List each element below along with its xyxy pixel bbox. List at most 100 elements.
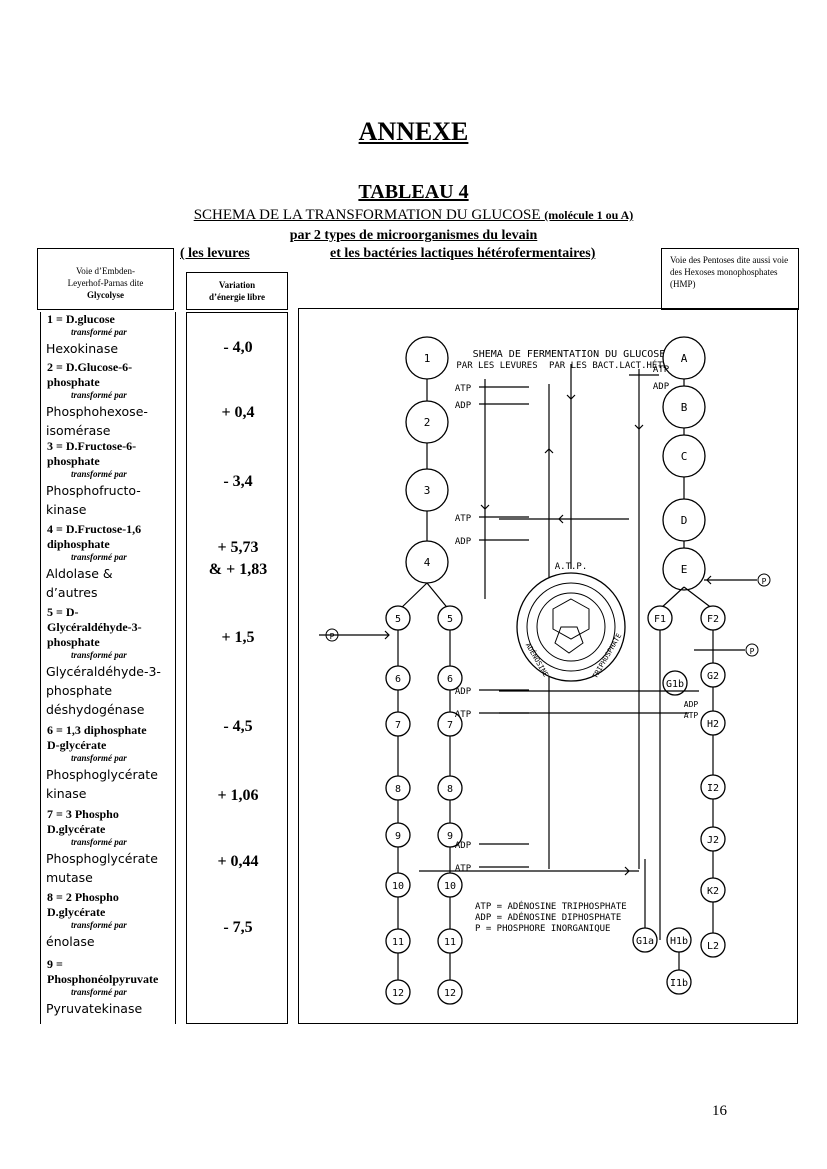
energy-variation-value: + 1,5 [221,629,255,646]
glycolysis-node-label: 1 [424,352,431,365]
step-name: D.glycérate [47,905,106,919]
branch-node-label: 5 [395,614,401,625]
pentose-node [662,336,706,380]
table-title: TABLEAU 4 [358,181,469,203]
variation-header: Variation d’énergie libre [186,272,288,310]
annex-title: ANNEXE [358,117,469,146]
transformed-by-label: transformé par [71,390,127,400]
step-name: 5 = D- [47,605,79,619]
branch-node [385,665,411,691]
branch-line [659,586,685,610]
step-name: 7 = 3 Phospho [47,807,119,821]
energy-exchange-label-atp: ATP [455,384,472,394]
diagram-title: SHEMA DE FERMENTATION DU GLUCOSE [473,349,666,360]
pentose-branch-node-label: G1a [636,936,654,947]
adenine-ring-icon [552,598,590,640]
arrow-head [558,514,564,524]
glycolysis-node [405,336,449,380]
energy-exchange-label-adp: ADP [653,382,670,392]
branch-node-label: 8 [447,784,453,795]
arrow-head [624,866,630,876]
pentose-node-label: A [681,352,688,365]
branch-node-label: 9 [447,831,453,842]
branch-node-label: 10 [392,881,404,892]
branch-node-label: 11 [444,937,456,948]
energy-exchange-label-adp: ADP [455,401,472,411]
energy-exchange-label-adp: ADP [455,537,472,547]
energy-exchange-label-atp: ATP [653,365,670,375]
transformed-by-label: transformé par [71,327,127,337]
branch-node [385,711,411,737]
pentose-branch-node [666,927,692,953]
diagram-legend-line: ADP = ADÉNOSINE DIPHOSPHATE [475,911,621,923]
transformed-by-label: transformé par [71,552,127,562]
enzyme-name: kinase [46,502,87,517]
pentose-branch-node-label: I2 [707,783,719,794]
pentose-branch-node [700,710,726,736]
pentose-branch-node [662,670,688,696]
energy-exchange-label-adp: ADP [455,841,472,851]
glycolysis-node-label: 4 [424,556,431,569]
pentose-branch-node-label: G2 [707,671,719,682]
branch-node-label: 10 [444,881,456,892]
enzyme-name: Pyruvatekinase [46,1001,143,1016]
pentose-node-label: B [681,401,688,414]
branch-node [437,979,463,1005]
pentose-branch-node [647,605,673,631]
pentose-node [662,434,706,478]
pentose-branch-node-label: J2 [707,835,719,846]
phosphate-input-label: P [762,577,767,586]
glycolysis-node [405,468,449,512]
branch-node [437,711,463,737]
enzyme-name: Phosphohexose- [46,404,148,419]
glycolysis-header: Voie d’Embden- Leyerhof-Parnas dite Glyc… [37,248,174,310]
transformed-by-label: transformé par [71,650,127,660]
enzyme-name: Phosphoglycérate [46,851,158,866]
glycolysis-header-line: Voie d’Embden- [75,266,136,276]
enzyme-name: Hexokinase [46,341,119,356]
energy-variation-value: - 4,5 [223,718,253,735]
step-name: 9 = [47,957,63,971]
atp-ring-inner [536,592,606,662]
branch-node-label: 7 [395,720,401,731]
pentose-branch-node-label: L2 [707,941,719,952]
step-name: phosphate [47,375,100,389]
pentose-node-label: D [681,514,688,527]
step-name: 3 = D.Fructose-6- [47,439,137,453]
enzyme-name: kinase [46,786,87,801]
arrow-head [566,394,576,400]
step-name: 1 = D.glucose [47,312,115,326]
branch-node [385,605,411,631]
branch-node [385,928,411,954]
enzyme-name: Phosphofructo- [46,483,141,498]
phosphate-output-label: P [750,647,755,656]
energy-variation-value: - 4,0 [223,339,253,356]
pentose-node [662,498,706,542]
branch-node-label: 6 [447,674,453,685]
pentose-branch-node [700,932,726,958]
branch-node [385,872,411,898]
energy-exchange-label-adp: ADP [455,687,472,697]
glycolysis-header-bold: Glycolyse [87,290,124,300]
energy-exchange-label-atp: ATP [455,514,472,524]
energy-exchange-label-adp: ADP [684,700,699,709]
branch-node [385,775,411,801]
bacteria-label: et les bactéries lactiques hétéroferment… [330,246,596,261]
branch-node [437,872,463,898]
energy-variation-value: - 3,4 [223,473,253,490]
energy-variation-value: + 0,4 [221,404,255,421]
pentose-node [662,547,706,591]
branch-node [437,665,463,691]
enzyme-name: mutase [46,870,93,885]
step-name: phosphate [47,635,100,649]
pentose-branch-node [700,826,726,852]
transformed-by-label: transformé par [71,920,127,930]
pentose-branch-node-label: F1 [654,614,666,625]
arrow-head [706,575,712,585]
pentose-branch-node [700,774,726,800]
branch-node [437,605,463,631]
step-name: 6 = 1,3 diphosphate [47,723,147,737]
branch-node [437,822,463,848]
